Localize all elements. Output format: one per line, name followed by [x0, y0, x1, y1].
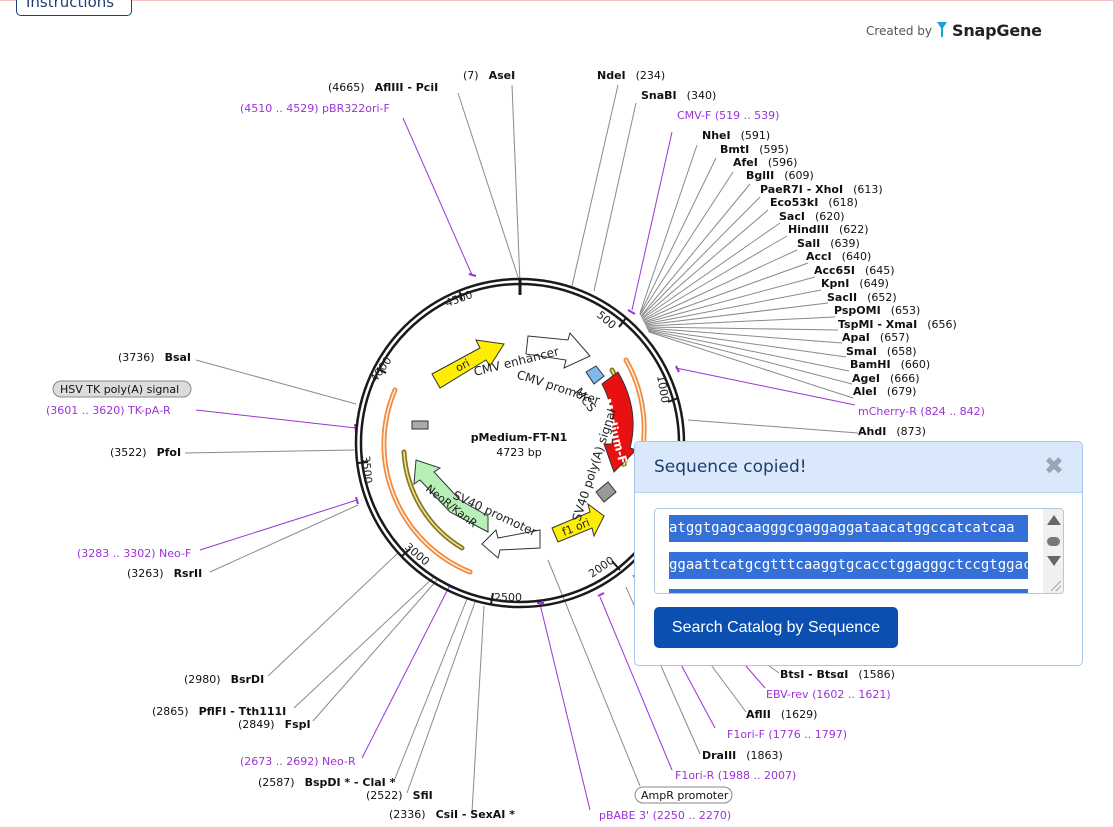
feature-mcs [585, 365, 605, 385]
snapgene-credit: Created by SnapGene [866, 20, 1042, 41]
instructions-label: Instructions [26, 0, 115, 11]
primer-f1ori-f: F1ori-F (1776 .. 1797) [727, 728, 847, 741]
svg-text:AccI(640): AccI(640) [806, 250, 871, 263]
svg-text:(4665)AflIII - PciI: (4665)AflIII - PciI [328, 81, 438, 94]
tick-label-500: 500 [594, 308, 618, 331]
svg-text:AhdI(873): AhdI(873) [858, 425, 926, 438]
feature-neor-kanr [413, 459, 489, 533]
sequence-line: atggtgagcaagggcgaggaggataacatggccatcatca… [669, 515, 1028, 542]
svg-text:(2865)PflFI - Tth111I: (2865)PflFI - Tth111I [152, 705, 286, 718]
boxed-feature-labels: HSV TK poly(A) signal AmpR promoter [52, 380, 733, 804]
svg-text:BamHI(660): BamHI(660) [850, 358, 930, 371]
sequence-textarea[interactable]: atggtgagcaagggcgaggaggataacatggccatcatca… [654, 508, 1064, 594]
resize-grip-icon[interactable] [1051, 581, 1061, 591]
primer-pbabe3: pBABE 3' (2250 .. 2270) [599, 809, 731, 822]
primer-tk-pa-r: (3601 .. 3620) TK-pA-R [46, 404, 171, 417]
svg-text:(2587)BspDI * - ClaI *: (2587)BspDI * - ClaI * [258, 776, 396, 789]
primer-mcherry-r: mCherry-R (824 .. 842) [858, 405, 985, 418]
feature-sv40-polya [595, 481, 617, 503]
feature-hsv-tk-polya [411, 420, 429, 430]
feature-medium-ft [601, 371, 637, 473]
sequence-copied-popup: Sequence copied! ✖ atggtgagcaagggcgaggag… [634, 441, 1083, 666]
feature-arrows [411, 331, 637, 559]
plasmid-name: pMedium-FT-N1 [471, 431, 568, 444]
svg-text:BmtI(595): BmtI(595) [720, 143, 789, 156]
tick-label-3500: 3500 [359, 455, 374, 484]
svg-text:AflII(1629): AflII(1629) [746, 708, 817, 721]
sequence-line: ggccacgagttcgagatcgagggcgagggcgagggccgcc [669, 589, 1028, 593]
primer-ebv-rev: EBV-rev (1602 .. 1621) [766, 688, 891, 701]
svg-text:SalI(639): SalI(639) [797, 237, 860, 250]
credit-prefix: Created by [866, 23, 933, 38]
popup-header: Sequence copied! ✖ [635, 442, 1082, 493]
site-labels: (7)AseI (4665)AflIII - PciI NdeI(234) Sn… [110, 69, 957, 821]
sequence-scrollbar[interactable] [1043, 509, 1063, 593]
svg-text:PaeR7I - XhoI(613): PaeR7I - XhoI(613) [760, 183, 883, 196]
feature-sv40-promoter [481, 529, 541, 559]
scroll-thumb[interactable] [1047, 537, 1060, 546]
label-ori: ori [453, 356, 472, 374]
svg-text:SacII(652): SacII(652) [827, 291, 897, 304]
tick-label-4500: 4500 [444, 288, 475, 310]
primer-f1ori-r: F1ori-R (1988 .. 2007) [675, 769, 796, 782]
search-catalog-button[interactable]: Search Catalog by Sequence [654, 607, 898, 648]
svg-text:BglII(609): BglII(609) [746, 169, 814, 182]
svg-text:AfeI(596): AfeI(596) [733, 156, 797, 169]
svg-text:(3736)BsaI: (3736)BsaI [118, 351, 191, 364]
tick-label-4000: 4000 [368, 354, 395, 384]
svg-text:BtsI - BtsαI(1586): BtsI - BtsαI(1586) [780, 668, 895, 681]
primer-labels: (4510 .. 4529) pBR322ori-F CMV-F (519 ..… [46, 102, 985, 822]
svg-text:Acc65I(645): Acc65I(645) [814, 264, 895, 277]
svg-text:AleI(679): AleI(679) [853, 385, 916, 398]
snapgene-logo-icon [936, 20, 948, 41]
svg-text:ApaI(657): ApaI(657) [842, 331, 910, 344]
tick-label-1000: 1000 [654, 374, 672, 404]
label-ampr-promoter: AmpR promoter [641, 789, 729, 802]
svg-text:SnaBI(340): SnaBI(340) [641, 89, 716, 102]
label-hsv-tk-polya: HSV TK poly(A) signal [60, 383, 179, 396]
svg-text:AgeI(666): AgeI(666) [852, 372, 920, 385]
close-icon[interactable]: ✖ [1043, 452, 1064, 480]
primer-neo-f: (3283 .. 3302) Neo-F [77, 547, 191, 560]
feature-f1-ori [551, 502, 605, 543]
instructions-button[interactable]: Instructionsi [16, 0, 132, 16]
svg-text:KpnI(649): KpnI(649) [821, 277, 889, 290]
svg-text:SmaI(658): SmaI(658) [846, 345, 917, 358]
svg-text:NheI(591): NheI(591) [702, 129, 770, 142]
svg-text:SacI(620): SacI(620) [779, 210, 845, 223]
primer-pbr322ori-f: (4510 .. 4529) pBR322ori-F [240, 102, 390, 115]
svg-text:(2849)FspI: (2849)FspI [238, 718, 311, 731]
svg-text:(2336)CsiI - SexAI *: (2336)CsiI - SexAI * [389, 808, 515, 821]
scale-ticks [357, 289, 679, 605]
svg-text:(2522)SfiI: (2522)SfiI [366, 789, 433, 802]
scroll-up-icon[interactable] [1047, 515, 1061, 525]
primer-cmv-f: CMV-F (519 .. 539) [677, 109, 779, 122]
scroll-down-icon[interactable] [1047, 556, 1061, 566]
plasmid-length: 4723 bp [496, 446, 541, 459]
primer-neo-r: (2673 .. 2692) Neo-R [240, 755, 356, 768]
popup-title: Sequence copied! [654, 457, 807, 477]
svg-text:NdeI(234): NdeI(234) [597, 69, 665, 82]
label-f1-ori: f1 ori [560, 516, 591, 539]
feature-ori [431, 339, 505, 389]
sequence-line: ggaattcatgcgtttcaaggtgcacctggagggctccgtg… [669, 552, 1028, 579]
svg-text:Eco53kI(618): Eco53kI(618) [770, 196, 858, 209]
feature-cmv-enhancer [525, 331, 591, 369]
svg-text:PspOMI(653): PspOMI(653) [834, 304, 920, 317]
svg-text:HindIII(622): HindIII(622) [788, 223, 869, 236]
svg-text:TspMI - XmaI(656): TspMI - XmaI(656) [838, 318, 957, 331]
credit-brand: SnapGene [952, 21, 1042, 40]
top-border [0, 0, 1113, 1]
sequence-text: atggtgagcaagggcgaggaggataacatggccatcatca… [669, 515, 1028, 593]
svg-text:(2980)BsrDI: (2980)BsrDI [184, 673, 264, 686]
svg-text:(7)AseI: (7)AseI [463, 69, 515, 82]
tick-label-2000: 2000 [586, 554, 616, 581]
svg-text:(3522)PfoI: (3522)PfoI [110, 446, 181, 459]
svg-text:(3263)RsrII: (3263)RsrII [127, 567, 202, 580]
svg-text:DraIII(1863): DraIII(1863) [702, 749, 783, 762]
tick-label-2500: 2500 [494, 591, 522, 604]
